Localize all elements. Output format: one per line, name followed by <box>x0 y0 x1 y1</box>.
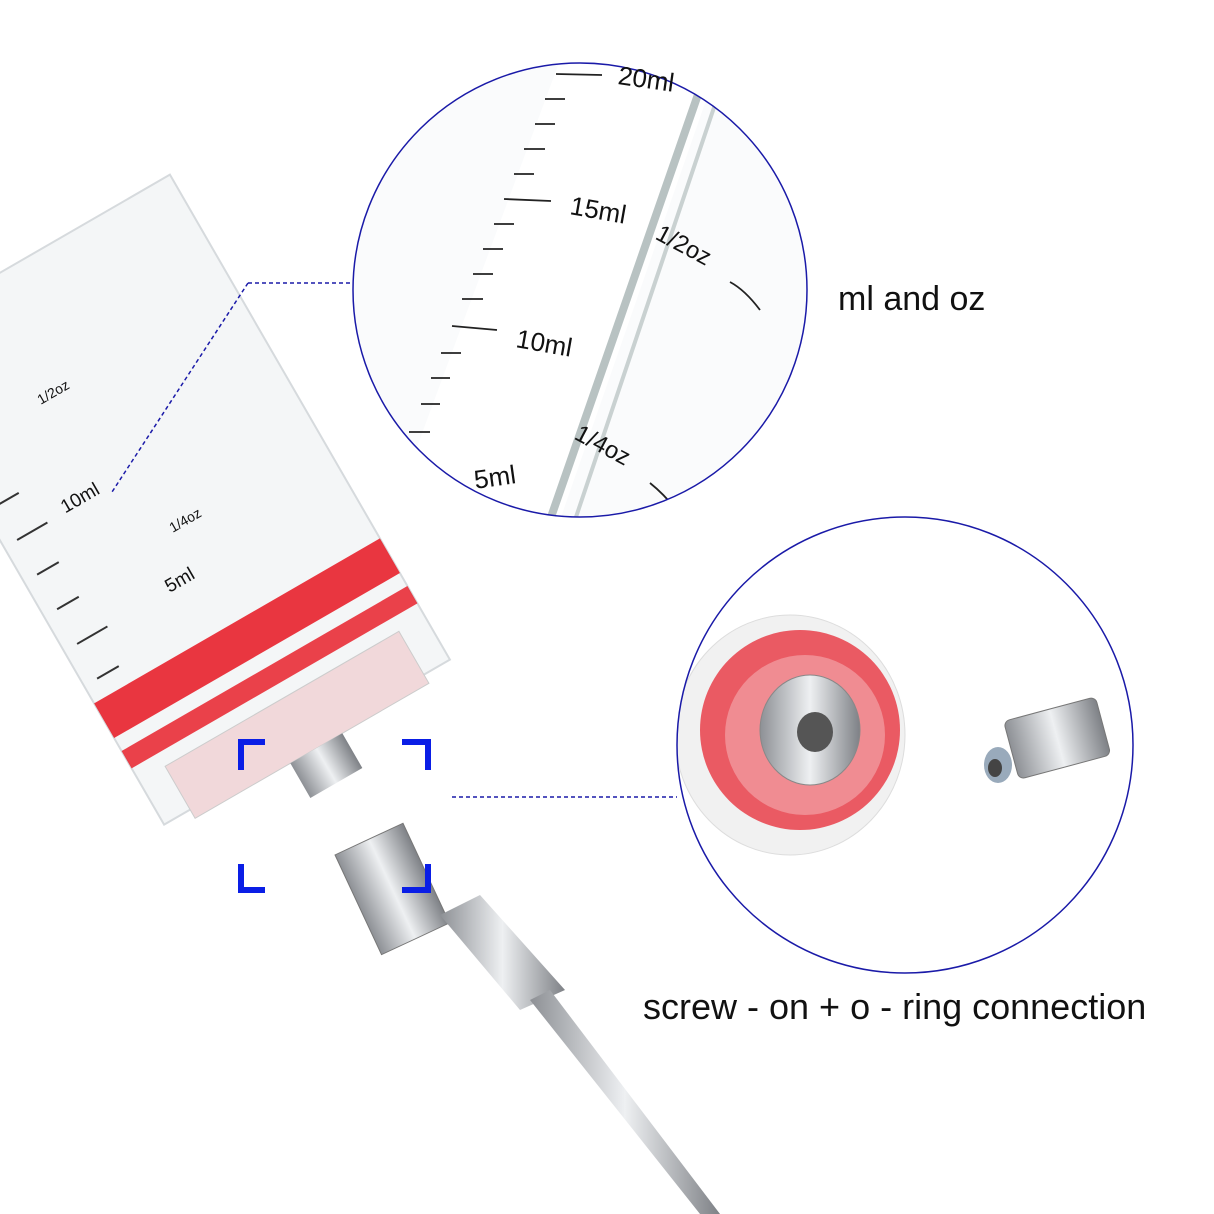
caption-ml-and-oz: ml and oz <box>838 280 986 318</box>
needle <box>334 822 720 1214</box>
zoom-circle-scale <box>352 62 808 518</box>
zoom-circle-connection <box>676 516 1134 974</box>
syringe-barrel <box>0 173 452 827</box>
scale-label-5ml: 5ml <box>472 459 518 495</box>
caption-connection: screw - on + o - ring connection <box>643 986 1147 1027</box>
callout-connector <box>111 282 677 798</box>
focus-bracket <box>238 739 431 893</box>
